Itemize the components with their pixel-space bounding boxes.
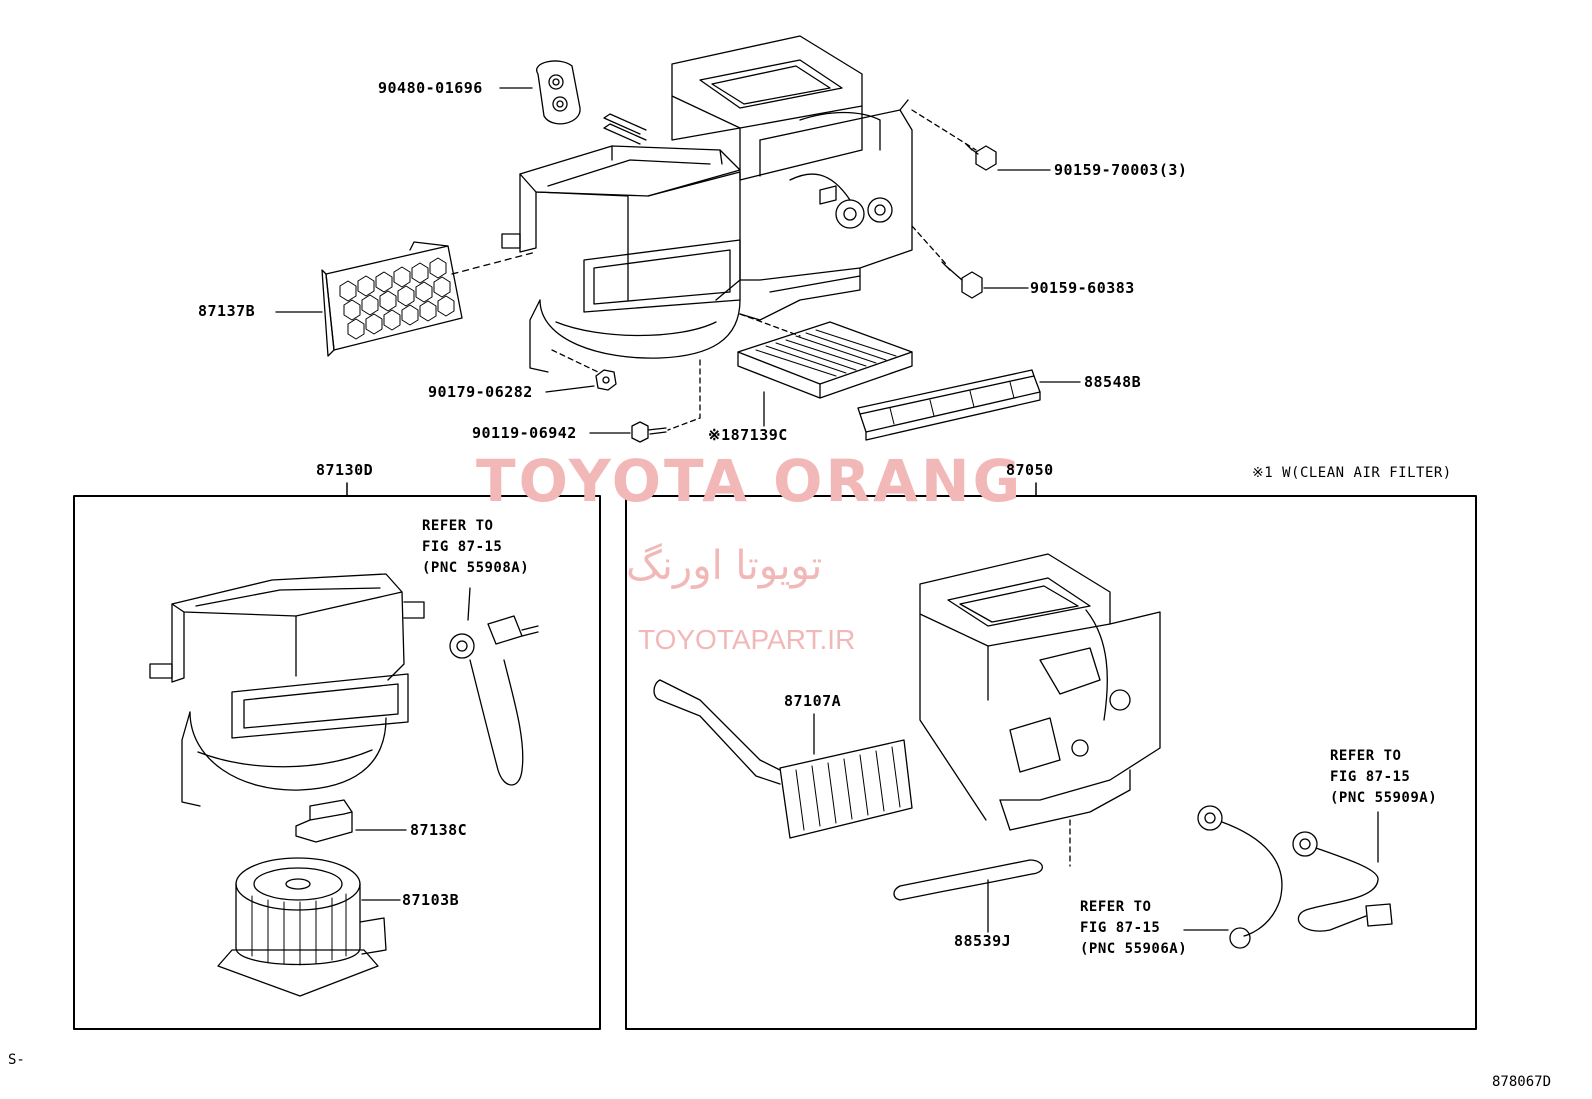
refer-note-right-top: REFER TO FIG 87-15 (PNC 55909A) [1330,746,1437,809]
part-label-hose: 88539J [954,932,1012,950]
refer-note-line: REFER TO [422,518,494,534]
watermark-url: TOYOTAPART.IR [638,624,856,655]
refer-note-line: (PNC 55909A) [1330,790,1438,806]
watermark-title: TOYOTA ORANG [476,447,1024,515]
refer-note-line: REFER TO [1080,899,1152,915]
left-group-frame [73,495,601,1030]
left-wire-harness [449,587,539,786]
refer-note-line: FIG 87-15 [422,539,503,555]
resistor-part [295,799,407,843]
refer-note-left: REFER TO FIG 87-15 (PNC 55908A) [422,516,529,579]
heater-core-part [653,679,913,839]
right-group-frame [625,495,1477,1030]
part-label-screw-bottom: 90119-06942 [472,424,577,442]
screw-bottom-part [589,359,701,443]
gasket-part [499,60,581,125]
part-label-screw-mid: 90159-60383 [1030,279,1135,297]
refer-note-line: FIG 87-15 [1330,769,1411,785]
filter-cover-part [275,241,537,357]
refer-note-right-bottom: REFER TO FIG 87-15 (PNC 55906A) [1080,897,1187,960]
refer-note-line: (PNC 55908A) [422,560,530,576]
part-label-heater-core: 87107A [784,692,842,710]
part-label-duct: 88548B [1084,373,1142,391]
right-wire-harness [1183,805,1393,949]
hvac-unit-top [501,35,913,373]
part-label-clean-air-filter: ※187139C [708,426,788,444]
group-label-right: 87050 [1006,461,1054,479]
part-label-blower-motor: 87103B [402,891,460,909]
hose-part [893,819,1071,933]
screw-top-part [911,109,1051,171]
corner-left-code: S- [8,1052,25,1068]
heater-unit-right [919,553,1161,831]
part-label-filter-cover: 87137B [198,302,256,320]
screw-mid-part [911,225,1029,299]
blower-housing-left [149,573,425,807]
part-label-gasket: 90480-01696 [378,79,483,97]
duct-part [857,369,1081,441]
refer-note-line: (PNC 55906A) [1080,941,1188,957]
group-label-left: 87130D [316,461,374,479]
clip-part [545,349,617,393]
part-label-clip: 90179-06282 [428,383,533,401]
part-label-resistor: 87138C [410,821,468,839]
refer-note-line: FIG 87-15 [1080,920,1161,936]
diagram-code: 878067D [1492,1074,1552,1090]
watermark-persian: تویوتا اورنگ [626,543,823,589]
clean-air-filter-part [737,313,913,427]
part-label-screw-top: 90159-70003(3) [1054,161,1188,179]
blower-motor-part [217,857,401,997]
footnote-label: ※1 W(CLEAN AIR FILTER) [1252,465,1452,481]
refer-note-line: REFER TO [1330,748,1402,764]
